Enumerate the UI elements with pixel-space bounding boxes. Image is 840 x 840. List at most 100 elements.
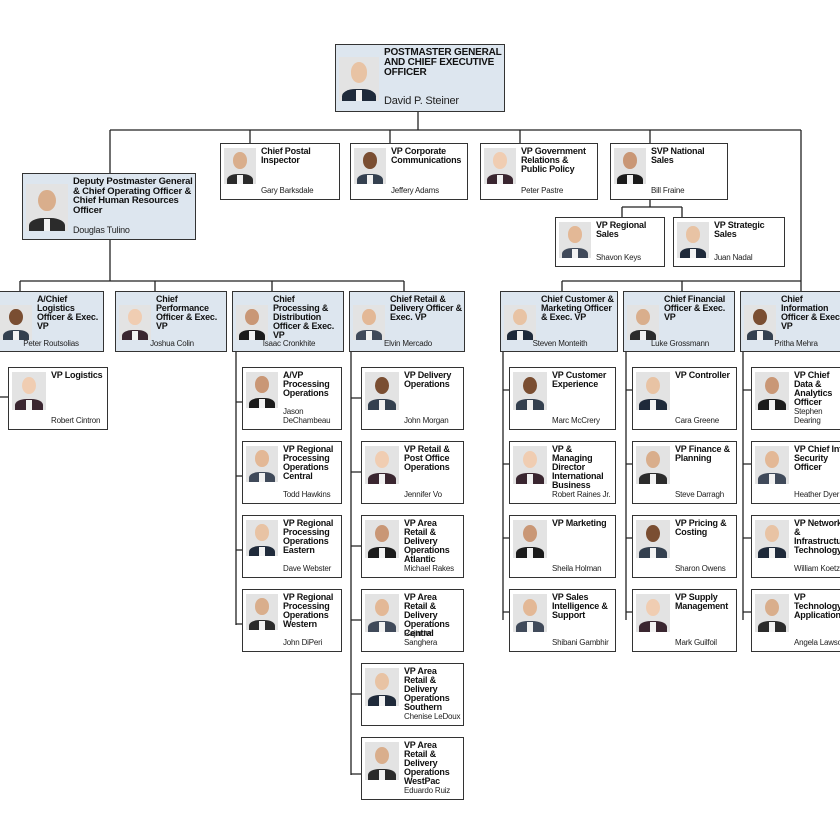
position-title: Chief Postal Inspector [261, 146, 311, 165]
person-name: Chenise LeDoux [404, 712, 461, 721]
vp-processing-western-card: VP Regional Processing Operations Wester… [242, 589, 342, 652]
person-name: Pritha Mehra [774, 339, 818, 348]
portrait-photo [484, 148, 516, 184]
portrait-photo [339, 56, 379, 102]
position-title: Deputy Postmaster General & Chief Operat… [73, 176, 193, 216]
portrait-photo [353, 304, 385, 341]
portrait-photo [559, 222, 591, 258]
position-title: VP Corporate Communications [391, 146, 462, 165]
person-name: Steven Monteith [532, 339, 588, 348]
portrait-photo [365, 520, 399, 559]
person-name: Rajinder Sanghera [404, 629, 438, 647]
position-title: Chief Information Officer & Exec. VP [781, 294, 840, 331]
position-title: VP Chief Info Security Officer [794, 444, 840, 472]
vp-processing-eastern-card: VP Regional Processing Operations Easter… [242, 515, 342, 578]
portrait-photo [755, 372, 789, 411]
position-title: VP Finance & Planning [675, 444, 730, 463]
vp-technology-applications-card: VP Technology ApplicationsAngela Lawson [751, 589, 840, 652]
person-name: Bill Fraine [651, 186, 685, 195]
person-name: Steve Darragh [675, 490, 724, 499]
person-name: Shavon Keys [596, 253, 641, 262]
position-title: VP Government Relations & Public Policy [521, 146, 586, 174]
person-name: Sheila Holman [552, 564, 602, 573]
person-name: Robert Cintron [51, 416, 101, 425]
position-title: VP Controller [675, 370, 730, 380]
position-title: Chief Customer & Marketing Officer & Exe… [541, 294, 614, 322]
vp-area-central-card: VP Area Retail & Delivery Operations Cen… [361, 589, 464, 652]
portrait-photo [513, 594, 547, 633]
chief-retail-delivery-officer-card: Chief Retail & Delivery Officer & Exec. … [349, 291, 465, 352]
person-name: Luke Grossmann [650, 339, 710, 348]
vp-processing-central-card: VP Regional Processing Operations Centra… [242, 441, 342, 504]
portrait-photo [504, 304, 536, 341]
person-name: David P. Steiner [384, 95, 459, 107]
person-name: William Koetz [794, 564, 840, 573]
portrait-photo [636, 520, 670, 559]
person-name: Robert Raines Jr. [552, 490, 611, 499]
position-title: VP Sales Intelligence & Support [552, 592, 608, 620]
person-name: Cara Greene [675, 416, 720, 425]
position-title: VP Customer Experience [552, 370, 607, 389]
portrait-photo [755, 520, 789, 559]
person-name: Elvin Mercado [383, 339, 433, 348]
portrait-photo [26, 183, 68, 231]
portrait-photo [12, 372, 46, 411]
portrait-photo [513, 372, 547, 411]
portrait-photo [755, 446, 789, 485]
portrait-photo [365, 446, 399, 485]
position-title: VP & Managing Director International Bus… [552, 444, 604, 490]
vp-area-southern-card: VP Area Retail & Delivery Operations Sou… [361, 663, 464, 726]
portrait-photo [246, 446, 278, 482]
portrait-photo [636, 446, 670, 485]
position-title: Chief Performance Officer & Exec. VP [156, 294, 218, 331]
person-name: Jason DeChambeau [283, 407, 331, 425]
portrait-photo [677, 222, 709, 258]
portrait-photo [513, 446, 547, 485]
portrait-photo [236, 304, 268, 341]
position-title: SVP National Sales [651, 146, 705, 165]
portrait-photo [365, 742, 399, 781]
person-name: Douglas Tulino [73, 225, 130, 235]
position-title: VP Retail & Post Office Operations [404, 444, 450, 472]
person-name: John Morgan [404, 416, 449, 425]
position-title: VP Pricing & Costing [675, 518, 727, 537]
person-name: Gary Barksdale [261, 186, 314, 195]
portrait-photo [755, 594, 789, 633]
position-title: VP Area Retail & Delivery Operations Atl… [404, 518, 450, 564]
portrait-photo [365, 594, 399, 633]
person-name: Shibani Gambhir [552, 638, 609, 647]
vp-area-westpac-card: VP Area Retail & Delivery Operations Wes… [361, 737, 464, 800]
vp-area-atlantic-card: VP Area Retail & Delivery Operations Atl… [361, 515, 464, 578]
position-title: POSTMASTER GENERAL AND CHIEF EXECUTIVE O… [384, 47, 502, 78]
portrait-photo [614, 148, 646, 184]
person-name: Isaac Cronkhite [262, 339, 316, 348]
portrait-photo [246, 594, 278, 630]
portrait-photo [365, 668, 399, 707]
person-name: Marc McCrery [552, 416, 600, 425]
portrait-photo [365, 372, 399, 411]
person-name: Sharon Owens [675, 564, 726, 573]
vp-network-infrastructure-card: VP Network & Infrastructure TechnologyWi… [751, 515, 840, 578]
ceo-card: POSTMASTER GENERAL AND CHIEF EXECUTIVE O… [335, 44, 505, 112]
position-title: Chief Processing & Distribution Officer … [273, 294, 335, 340]
position-title: VP Supply Management [675, 592, 729, 611]
position-title: VP Area Retail & Delivery Operations Wes… [404, 740, 450, 786]
person-name: Todd Hawkins [283, 490, 331, 499]
person-name: Peter Pastre [521, 186, 564, 195]
position-title: VP Delivery Operations [404, 370, 452, 389]
portrait-photo [744, 304, 776, 341]
